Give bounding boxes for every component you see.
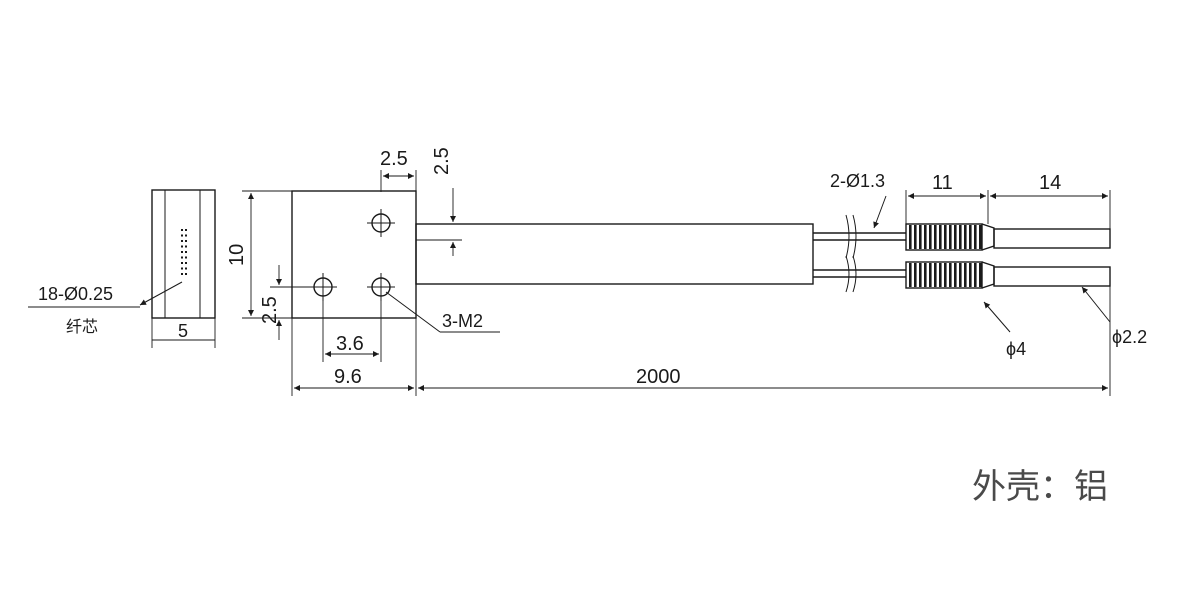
break-mark-lower-1 bbox=[845, 255, 850, 293]
fiber-core-spec-label: 18-Ø0.25 bbox=[38, 284, 113, 304]
fiber-core-dot bbox=[185, 229, 187, 231]
fiber-core-leader bbox=[139, 281, 183, 306]
sleeve-rib bbox=[934, 225, 937, 249]
sleeve-rib bbox=[909, 225, 912, 249]
cable-length-dimension: 2000 bbox=[418, 286, 1111, 396]
sleeve-rib bbox=[924, 225, 927, 249]
sleeve-rib bbox=[914, 263, 917, 287]
sleeve-rib bbox=[944, 263, 947, 287]
tip-lower bbox=[993, 266, 1111, 287]
screw-leader bbox=[385, 291, 441, 333]
fiber-core-dot bbox=[181, 273, 183, 275]
sleeve-rib bbox=[934, 263, 937, 287]
sleeve-rib bbox=[929, 225, 932, 249]
sleeve-rib bbox=[969, 263, 972, 287]
top-height-dimension: 2.5 bbox=[416, 147, 462, 256]
fiber-core-dot bbox=[181, 251, 183, 253]
sleeve-rib bbox=[969, 225, 972, 249]
sleeve-rib bbox=[939, 225, 942, 249]
block-width-dimension: 9.6 bbox=[291, 318, 417, 396]
top-width-text: 2.5 bbox=[380, 148, 408, 170]
hole-spacing-dimension: 3.6 bbox=[322, 301, 382, 362]
top-height-text: 2.5 bbox=[431, 147, 453, 175]
fiber-core-dot bbox=[181, 256, 183, 259]
sleeve-lower bbox=[905, 261, 995, 289]
fiber-core-dots bbox=[181, 229, 187, 275]
fiber-core-dot bbox=[185, 234, 187, 237]
fiber-core-dot bbox=[181, 240, 183, 242]
sleeve-upper bbox=[905, 223, 995, 251]
sleeve-rib bbox=[964, 225, 967, 249]
sleeve-rib bbox=[974, 263, 977, 287]
sleeve-rib bbox=[974, 225, 977, 249]
fiber-core-dot bbox=[185, 251, 187, 253]
break-mark-lower-2 bbox=[852, 255, 857, 293]
end-view: 18-Ø0.25 纤芯 5 bbox=[28, 189, 216, 348]
fiber-core-dot bbox=[181, 234, 183, 237]
housing-block: 3-M2 bbox=[291, 190, 500, 333]
cable bbox=[415, 214, 906, 293]
tip-diameter-text: ϕ2.2 bbox=[1112, 327, 1147, 347]
sleeve-rib bbox=[944, 225, 947, 249]
sleeve-rib bbox=[949, 225, 952, 249]
sleeve-diameter-text: ϕ4 bbox=[1006, 339, 1026, 359]
fiber-core-dot bbox=[185, 240, 187, 242]
hole-spacing-text: 3.6 bbox=[336, 333, 364, 355]
fiber-core-dot bbox=[185, 262, 187, 264]
sleeve-rib bbox=[909, 263, 912, 287]
sleeve-rib bbox=[939, 263, 942, 287]
tip-length-dimension: 14 bbox=[990, 172, 1111, 229]
sleeve-rib bbox=[924, 263, 927, 287]
screw-holes-label: 3-M2 bbox=[442, 311, 483, 331]
sleeve-rib bbox=[959, 263, 962, 287]
fiber-core-dot bbox=[185, 267, 187, 270]
break-mark-upper-2 bbox=[852, 214, 857, 259]
fiber-core-dot bbox=[181, 262, 183, 264]
tip-length-text: 14 bbox=[1039, 172, 1061, 194]
fiber-diameter-text: 2-Ø1.3 bbox=[830, 171, 885, 191]
fiber-core-dot bbox=[185, 256, 187, 259]
sleeve-rib bbox=[949, 263, 952, 287]
sleeve-rib bbox=[954, 263, 957, 287]
sleeve-rib bbox=[954, 225, 957, 249]
sleeve-length-dimension: 11 bbox=[905, 172, 989, 224]
sleeve-rib bbox=[979, 263, 982, 287]
fiber-core-dot bbox=[181, 267, 183, 270]
cable-length-text: 2000 bbox=[636, 366, 681, 388]
sleeve-length-text: 11 bbox=[932, 172, 953, 194]
top-width-dimension: 2.5 bbox=[380, 148, 417, 192]
fiber-core-label: 纤芯 bbox=[66, 318, 98, 336]
sleeve-rib bbox=[929, 263, 932, 287]
sleeve-rib bbox=[919, 225, 922, 249]
break-mark-upper-1 bbox=[845, 214, 850, 259]
fiber-core-dot bbox=[181, 229, 183, 231]
fiber-core-dot bbox=[185, 273, 187, 275]
sleeve-rib bbox=[914, 225, 917, 249]
material-note: 外壳：铝 bbox=[972, 467, 1108, 507]
sleeve-rib bbox=[959, 225, 962, 249]
sleeve-rib bbox=[979, 225, 982, 249]
sleeve-diameter-callout: ϕ4 bbox=[983, 301, 1026, 359]
tip-upper bbox=[993, 228, 1111, 249]
fiber-core-dot bbox=[185, 245, 187, 248]
left-offset-text: 2.5 bbox=[259, 296, 281, 324]
tip-diameter-callout: ϕ2.2 bbox=[1081, 286, 1147, 347]
block-width-text: 9.6 bbox=[334, 366, 362, 388]
sleeve-rib bbox=[919, 263, 922, 287]
block-height-dimension: 10 bbox=[226, 190, 292, 319]
sleeve-rib bbox=[964, 263, 967, 287]
fiber-core-dot bbox=[181, 245, 183, 248]
end-width-dimension: 5 bbox=[178, 321, 188, 341]
fiber-diameter-callout: 2-Ø1.3 bbox=[830, 171, 887, 229]
block-height-text: 10 bbox=[226, 244, 248, 266]
left-offset-dimension: 2.5 bbox=[259, 265, 310, 340]
